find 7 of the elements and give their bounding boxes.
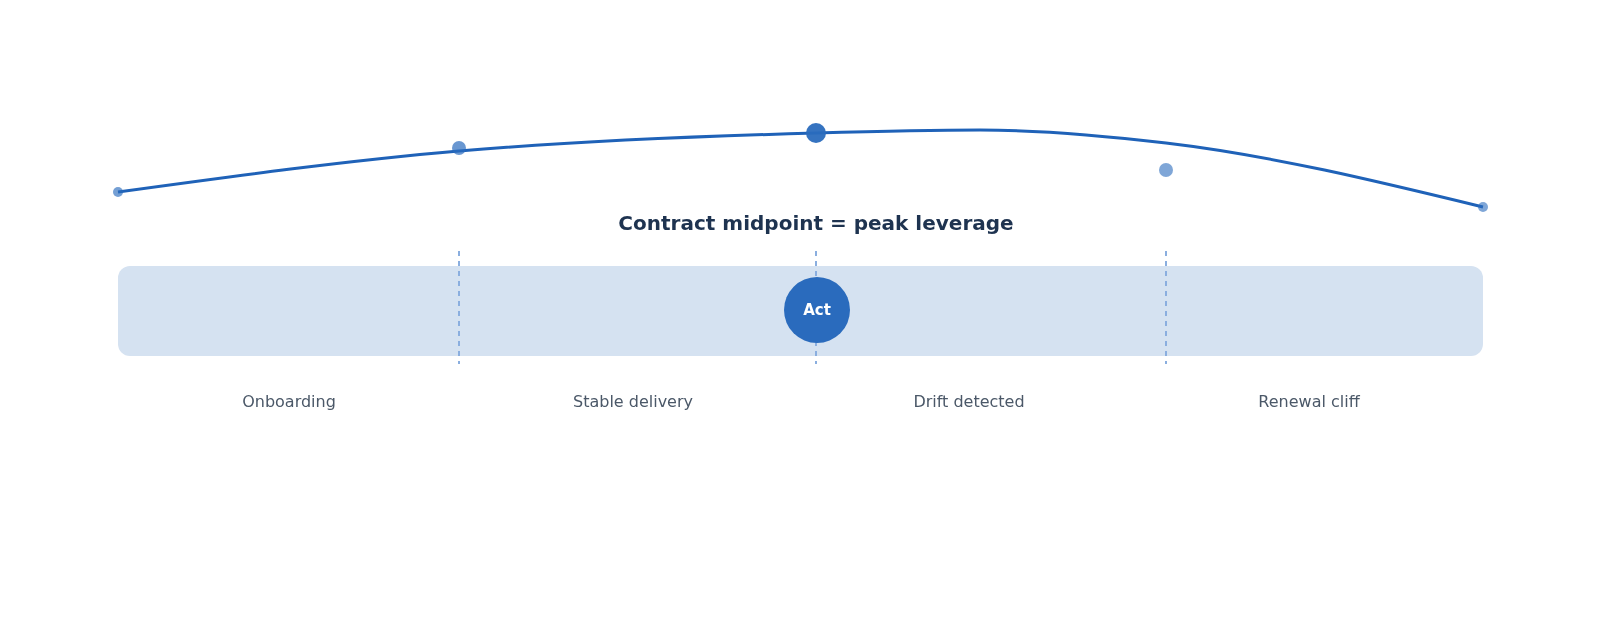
timeline-band	[118, 266, 1483, 356]
phase-label: Renewal cliff	[1258, 392, 1360, 411]
annotation-heading: Contract midpoint = peak leverage	[618, 211, 1014, 235]
phase-label: Drift detected	[913, 392, 1025, 411]
action-label: Act	[803, 301, 831, 319]
phase-label: Onboarding	[242, 392, 336, 411]
phase-label: Stable delivery	[573, 392, 693, 411]
